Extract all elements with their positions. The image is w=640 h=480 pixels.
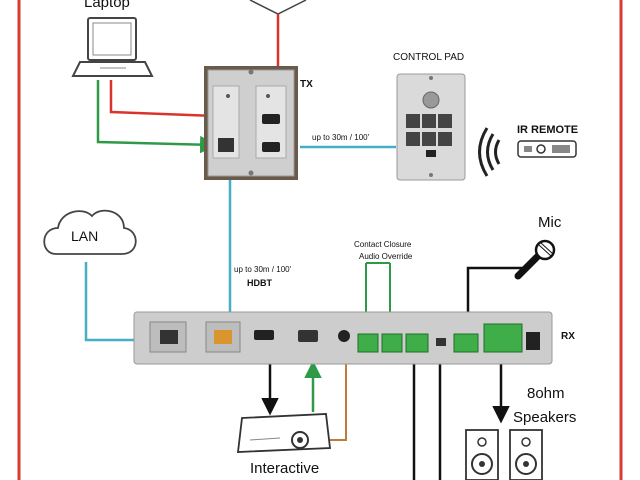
page-border [17, 0, 623, 480]
rx-terminal-blocks [357, 323, 523, 353]
rx-label: RX [561, 331, 575, 342]
speakers-ohm-label: 8ohm [527, 385, 565, 402]
lan-link-line [84, 262, 150, 342]
projector-icon [236, 413, 332, 453]
tx-wall-plate [204, 66, 298, 180]
mic-label: Mic [538, 214, 562, 231]
hdbt-distance-label: up to 30m / 100' [234, 265, 292, 274]
speakers-label: Speakers [513, 409, 577, 426]
microphone-icon [514, 239, 556, 280]
projector-label: Interactive [250, 460, 320, 477]
usb-from-laptop-line [96, 80, 218, 154]
lan-label: LAN [71, 228, 99, 244]
laptop-icon [71, 17, 154, 77]
ir-signal-icon [478, 127, 501, 177]
ir-remote-icon [517, 140, 577, 158]
audio-override-label: Audio Override [359, 252, 413, 261]
tx-label: TX [300, 79, 313, 90]
projector-audio-line [330, 362, 347, 441]
speaker-icon-left [465, 429, 499, 480]
hdbt-logo-label: HDBT [247, 278, 272, 288]
lan-cloud-icon [43, 209, 137, 255]
mic-cable-line [459, 266, 528, 336]
source-triangle-icon [249, 0, 307, 15]
control-pad-label: CONTROL PAD [393, 52, 465, 63]
tx-distance-label: up to 30m / 100' [312, 133, 370, 142]
contact-closure-label: Contact Closure [354, 240, 412, 249]
speaker-icon-right [509, 429, 543, 480]
control-pad [396, 73, 466, 181]
ir-remote-label: IR REMOTE [517, 124, 579, 136]
audio-out-lines [412, 360, 442, 480]
laptop-label: Laptop [84, 0, 130, 11]
rx-receiver [133, 311, 553, 365]
